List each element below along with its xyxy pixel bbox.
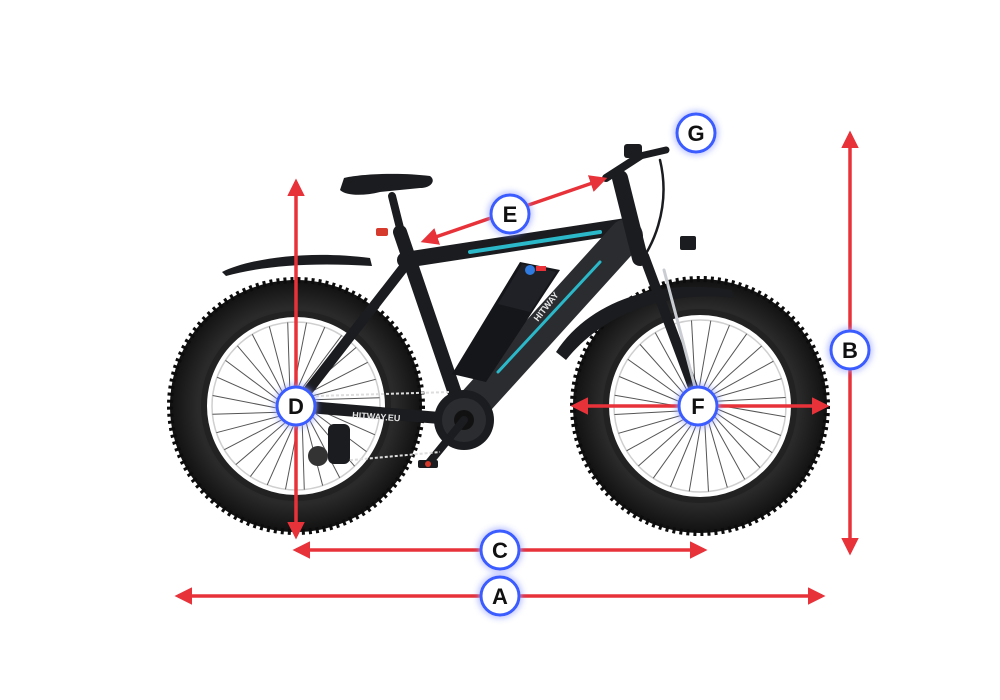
label-badge-a: A — [479, 575, 521, 617]
handlebar-display — [624, 144, 642, 158]
label-badge-g: G — [675, 112, 717, 154]
rear-derailleur — [308, 424, 350, 466]
crankset — [418, 390, 494, 468]
label-badge-b: B — [829, 329, 871, 371]
spoke — [216, 376, 283, 407]
rear-fender — [222, 254, 372, 276]
label-badge-c: C — [479, 529, 521, 571]
spoke — [268, 326, 288, 396]
label-a-text: A — [492, 584, 508, 609]
label-g-text: G — [687, 121, 704, 146]
spoke — [701, 333, 748, 397]
dimension-labels: A B C D E F G — [275, 112, 871, 617]
saddle — [340, 173, 433, 195]
label-b-text: B — [842, 338, 858, 363]
front-fender — [556, 286, 734, 360]
label-badge-e: E — [489, 193, 531, 235]
spoke — [212, 411, 284, 415]
spoke — [249, 419, 294, 477]
spoke — [707, 378, 782, 401]
label-badge-d: D — [275, 385, 317, 427]
spoke — [216, 414, 286, 434]
rear-light — [376, 228, 388, 236]
label-d-text: D — [288, 394, 304, 419]
spoke — [251, 334, 286, 398]
chainstay-brand-text: HITWAY.EU — [352, 410, 401, 423]
spoke — [306, 414, 341, 478]
spoke — [708, 410, 761, 468]
spoke — [212, 394, 283, 410]
spoke — [237, 345, 284, 401]
spoke — [654, 332, 693, 401]
chain — [315, 391, 451, 463]
label-e-text: E — [503, 202, 518, 227]
spoke — [704, 345, 762, 398]
spoke — [639, 344, 692, 402]
spoke — [235, 418, 291, 465]
spoke — [627, 358, 691, 405]
spoke — [304, 361, 368, 396]
spoke — [703, 414, 709, 492]
label-f-text: F — [691, 394, 704, 419]
spoke — [709, 407, 773, 454]
spoke — [308, 397, 380, 401]
spoke — [626, 413, 695, 452]
spoke — [298, 335, 343, 393]
spoke — [705, 413, 728, 488]
label-badge-f: F — [677, 385, 719, 427]
spoke — [652, 415, 699, 479]
spoke — [705, 360, 774, 399]
spoke — [618, 411, 693, 434]
spoke — [224, 416, 288, 451]
spoke — [697, 320, 712, 397]
spoke — [306, 378, 376, 398]
spoke — [670, 415, 701, 487]
spoke — [699, 325, 730, 397]
spoke — [225, 359, 283, 404]
label-c-text: C — [492, 538, 508, 563]
spoke — [638, 414, 696, 467]
headlight — [680, 236, 696, 250]
spoke — [707, 411, 746, 480]
battery — [452, 262, 560, 382]
spoke — [688, 415, 703, 492]
